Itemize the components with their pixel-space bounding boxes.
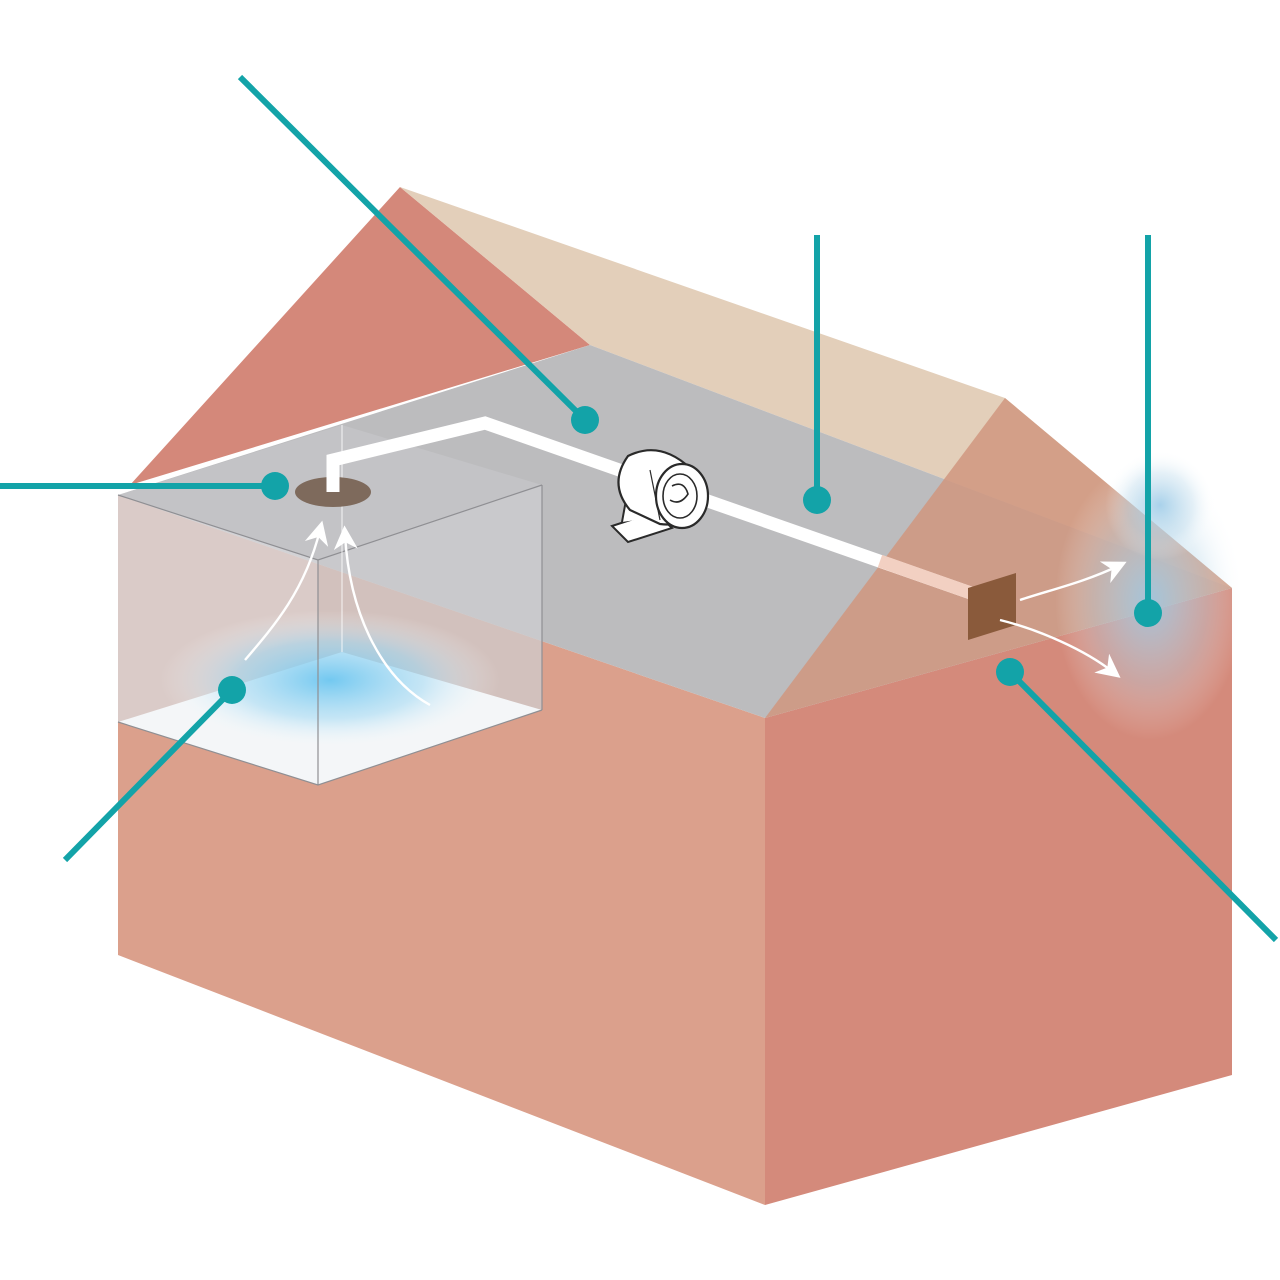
callout-lines (0, 74, 1279, 943)
roof-near-slope (765, 398, 1232, 718)
airflow-arrow-icon (1019, 561, 1127, 602)
airflow-arrow-icon (999, 618, 1121, 678)
callout-ceiling-grille (0, 472, 289, 500)
airflow-arrow-icon (244, 520, 329, 661)
end-wall (765, 588, 1232, 1205)
wall-exhaust-vent-icon (968, 573, 1016, 640)
callout-room (62, 676, 246, 863)
exhaust-air-glow-top (1105, 450, 1215, 560)
callout-attic (803, 235, 831, 514)
callout-wall-vent (996, 658, 1279, 943)
exhaust-duct-through-roof (877, 554, 988, 605)
room-air-glow (160, 610, 500, 750)
exhaust-duct (326, 416, 988, 605)
inline-duct-fan-icon (610, 449, 710, 544)
callout-exhaust-air (1134, 235, 1162, 627)
callout-duct (237, 74, 599, 434)
left-gable (130, 187, 590, 485)
airflow-arrow-icon (333, 525, 431, 707)
